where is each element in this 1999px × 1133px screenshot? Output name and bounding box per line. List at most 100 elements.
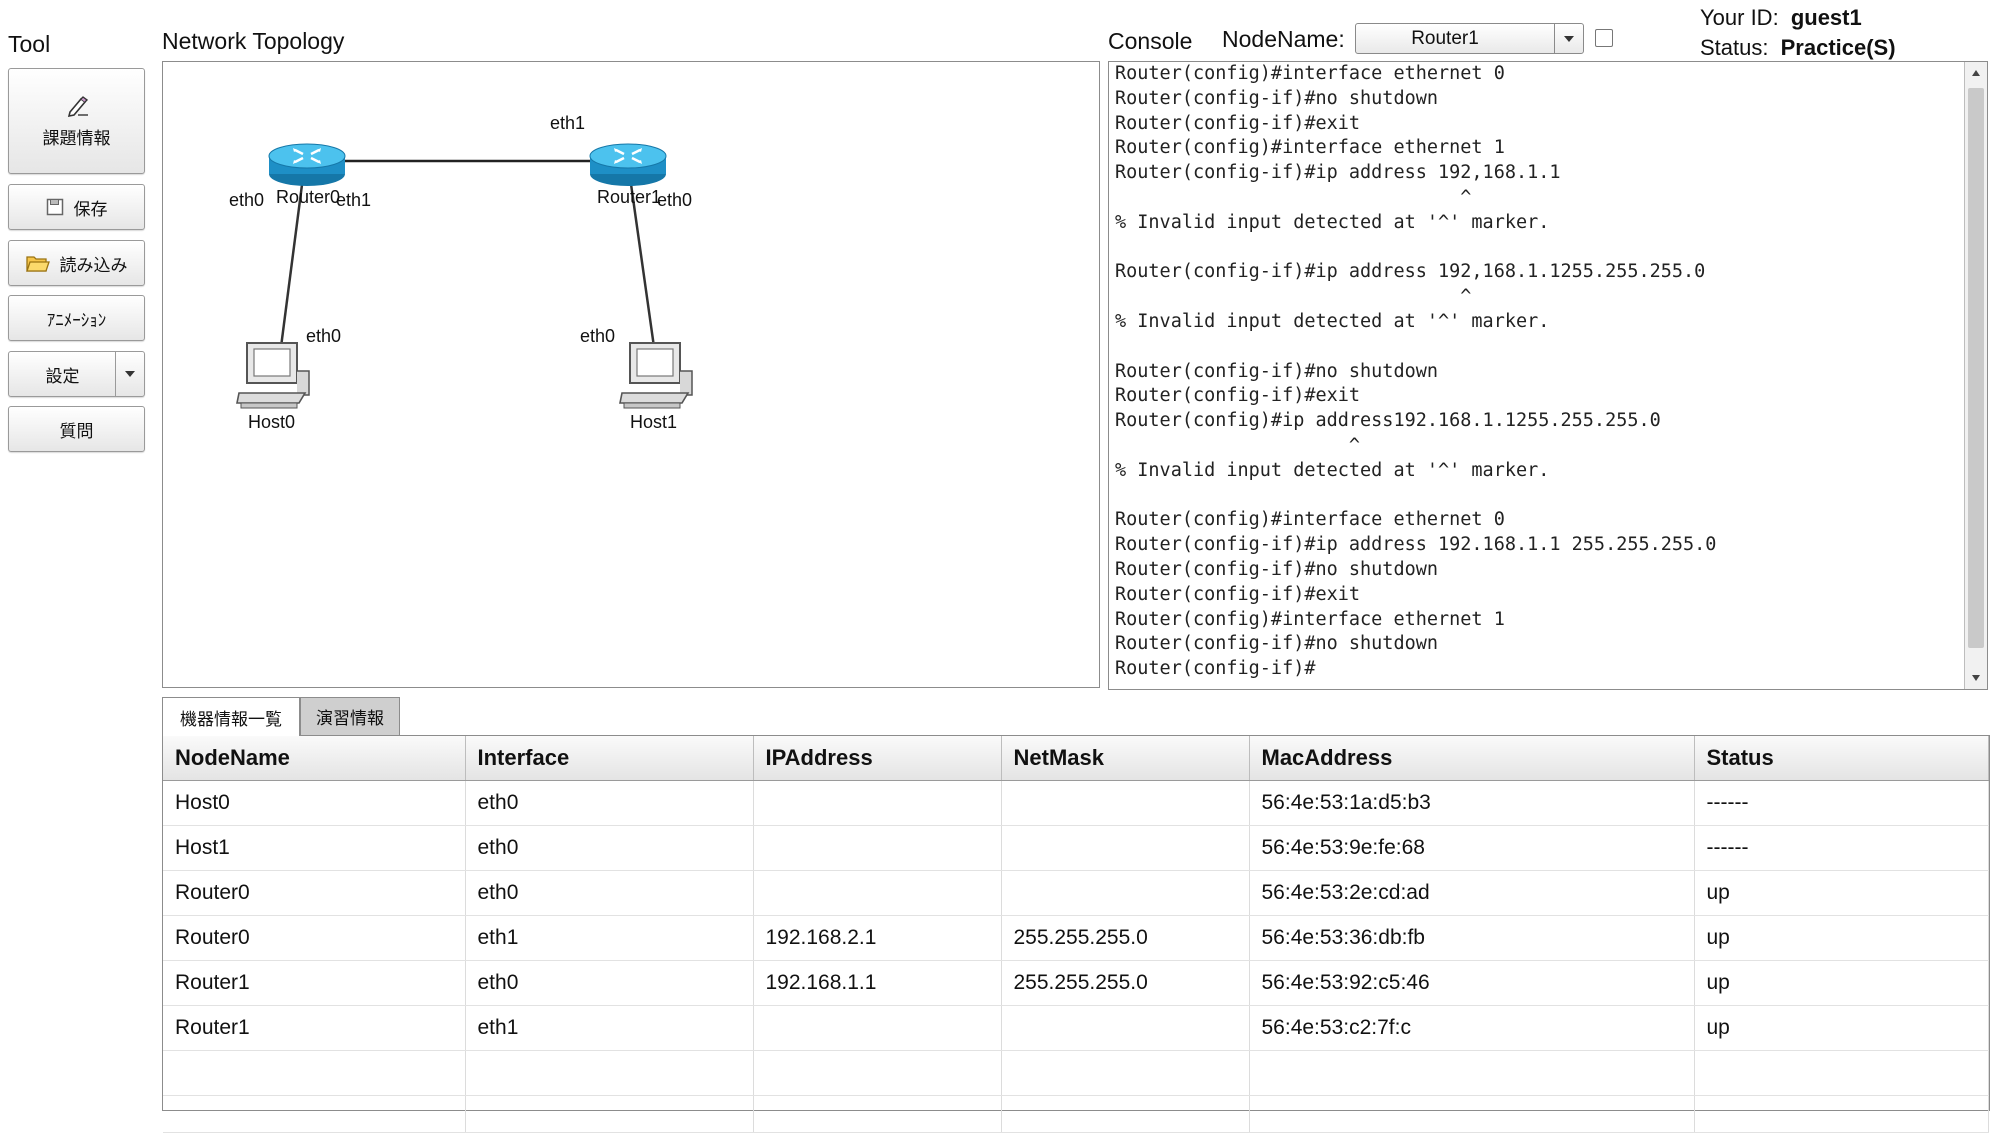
nodename-select[interactable]: Router1 [1355,23,1584,54]
chevron-down-icon[interactable] [115,352,144,396]
question-button[interactable]: 質問 [8,406,145,452]
router0-label: Router0 [276,187,341,207]
device-table: NodeName Interface IPAddress NetMask Mac… [162,735,1990,1133]
table-cell: 192.168.1.1 [753,960,1002,1006]
link-router1-host1 [628,176,656,348]
console-line: % Invalid input detected at '^' marker. [1115,459,1550,481]
column-header-interface[interactable]: Interface [465,736,754,781]
console-line: Router(config-if)#ip address 192,168.1.1 [1115,162,1561,184]
console-line: % Invalid input detected at '^' marker. [1115,211,1550,233]
save-icon [46,198,64,216]
empty-table-row [163,1050,1989,1096]
console-line: Router(config-if)#no shutdown [1115,360,1439,382]
console-scrollbar[interactable] [1964,62,1987,689]
column-header-status[interactable]: Status [1694,736,1989,781]
table-cell: ------ [1694,780,1989,826]
task-info-button[interactable]: 課題情報 [8,68,145,174]
table-cell [753,1050,1002,1096]
animation-button[interactable]: ｱﾆﾒｰｼｮﾝ [8,295,145,341]
table-cell [1249,1095,1695,1133]
table-cell [753,1095,1002,1133]
console-output[interactable]: Router(config)#interface ethernet 0 Route… [1108,61,1988,690]
scrollbar-thumb[interactable] [1968,88,1984,648]
console-line: Router(config-if)#exit [1115,385,1361,407]
tab-device-list[interactable]: 機器情報一覧 [162,697,300,736]
console-line: Router(config-if)# [1115,658,1316,680]
column-header-netmask[interactable]: NetMask [1001,736,1250,781]
table-cell: eth1 [465,915,754,961]
scroll-up-icon[interactable] [1965,62,1987,84]
table-cell: 56:4e:53:1a:d5:b3 [1249,780,1695,826]
console-line: Router(config)#interface ethernet 1 [1115,608,1505,630]
port-label: eth0 [229,190,265,210]
topology-title: Network Topology [162,28,345,54]
settings-label: 設定 [45,366,80,386]
table-cell: 255.255.255.0 [1001,915,1250,961]
router1-label: Router1 [597,187,662,207]
column-header-ipaddress[interactable]: IPAddress [753,736,1002,781]
port-label: eth1 [550,113,586,133]
host0-label: Host0 [248,412,296,432]
column-header-nodename[interactable]: NodeName [163,736,466,781]
table-cell [1001,780,1250,826]
status-value: Practice(S) [1780,35,1896,60]
console-line [1115,335,1961,360]
column-header-macaddress[interactable]: MacAddress [1249,736,1695,781]
table-cell [163,1050,466,1096]
table-cell [1249,1050,1695,1096]
table-cell: Router1 [163,960,466,1006]
console-line: Router(config)#interface ethernet 0 [1115,509,1505,531]
table-cell [163,1095,466,1133]
console-lines: Router(config)#interface ethernet 0 Route… [1115,62,1961,682]
table-cell: up [1694,1005,1989,1051]
question-label: 質問 [59,421,94,441]
load-button[interactable]: 読み込み [8,240,145,286]
console-line: Router(config-if)#exit [1115,583,1361,605]
table-cell: up [1694,915,1989,961]
console-line: Router(config)#interface ethernet 0 [1115,63,1505,84]
chevron-down-icon[interactable] [1554,24,1583,53]
table-cell [753,825,1002,871]
table-cell: eth0 [465,825,754,871]
port-label: eth1 [336,190,372,210]
save-button[interactable]: 保存 [8,184,145,230]
table-cell: eth0 [465,870,754,916]
user-id-row: Your ID: guest1 [1700,3,1896,33]
console-line: ^ [1115,286,1472,308]
scroll-down-icon[interactable] [1965,667,1987,689]
table-cell: up [1694,960,1989,1006]
tab-exercise-info[interactable]: 演習情報 [300,697,400,735]
console-line: Router(config)#interface ethernet 1 [1115,137,1505,159]
table-cell: Router0 [163,915,466,961]
table-cell: up [1694,870,1989,916]
save-label: 保存 [73,199,108,219]
table-cell [1001,870,1250,916]
user-info: Your ID: guest1 Status: Practice(S) [1700,3,1896,63]
user-id-label: Your ID: [1700,5,1779,30]
console-line: Router(config)#ip address192.168.1.1255.… [1115,410,1661,432]
port-label: eth0 [306,326,342,346]
settings-split-button[interactable]: 設定 [8,351,145,397]
console-line: Router(config-if)#no shutdown [1115,87,1439,109]
table-cell [1001,825,1250,871]
topology-canvas[interactable]: Router0 Router1 Host0 Host1 eth0 eth1 et… [162,61,1100,688]
table-cell: 56:4e:53:92:c5:46 [1249,960,1695,1006]
table-cell [1694,1050,1989,1096]
table-cell: 56:4e:53:36:db:fb [1249,915,1695,961]
table-cell: Host1 [163,825,466,871]
table-cell: ------ [1694,825,1989,871]
nodename-checkbox[interactable] [1595,29,1613,47]
table-cell: 255.255.255.0 [1001,960,1250,1006]
table-cell [1001,1095,1250,1133]
table-header-row: NodeName Interface IPAddress NetMask Mac… [163,736,1989,781]
table-cell: Router1 [163,1005,466,1051]
console-line: Router(config-if)#no shutdown [1115,633,1439,655]
console-line: Router(config-if)#ip address 192,168.1.1… [1115,261,1706,283]
table-cell: 56:4e:53:9e:fe:68 [1249,825,1695,871]
